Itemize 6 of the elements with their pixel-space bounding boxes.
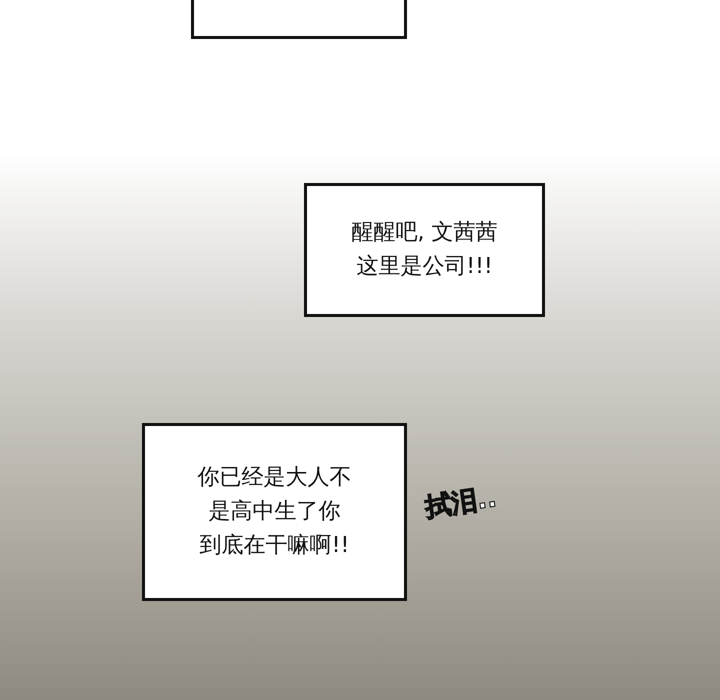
dialogue-text: 醒醒吧, 文茜茜这里是公司!!! xyxy=(350,219,498,281)
dialogue-text: 你已经是大人不是高中生了你到底在干嘛啊!! xyxy=(196,464,352,560)
speech-box xyxy=(142,423,407,601)
speech-box xyxy=(304,183,545,317)
sound-effect-text: 拭泪.. xyxy=(422,482,499,525)
empty-panel xyxy=(191,0,407,39)
